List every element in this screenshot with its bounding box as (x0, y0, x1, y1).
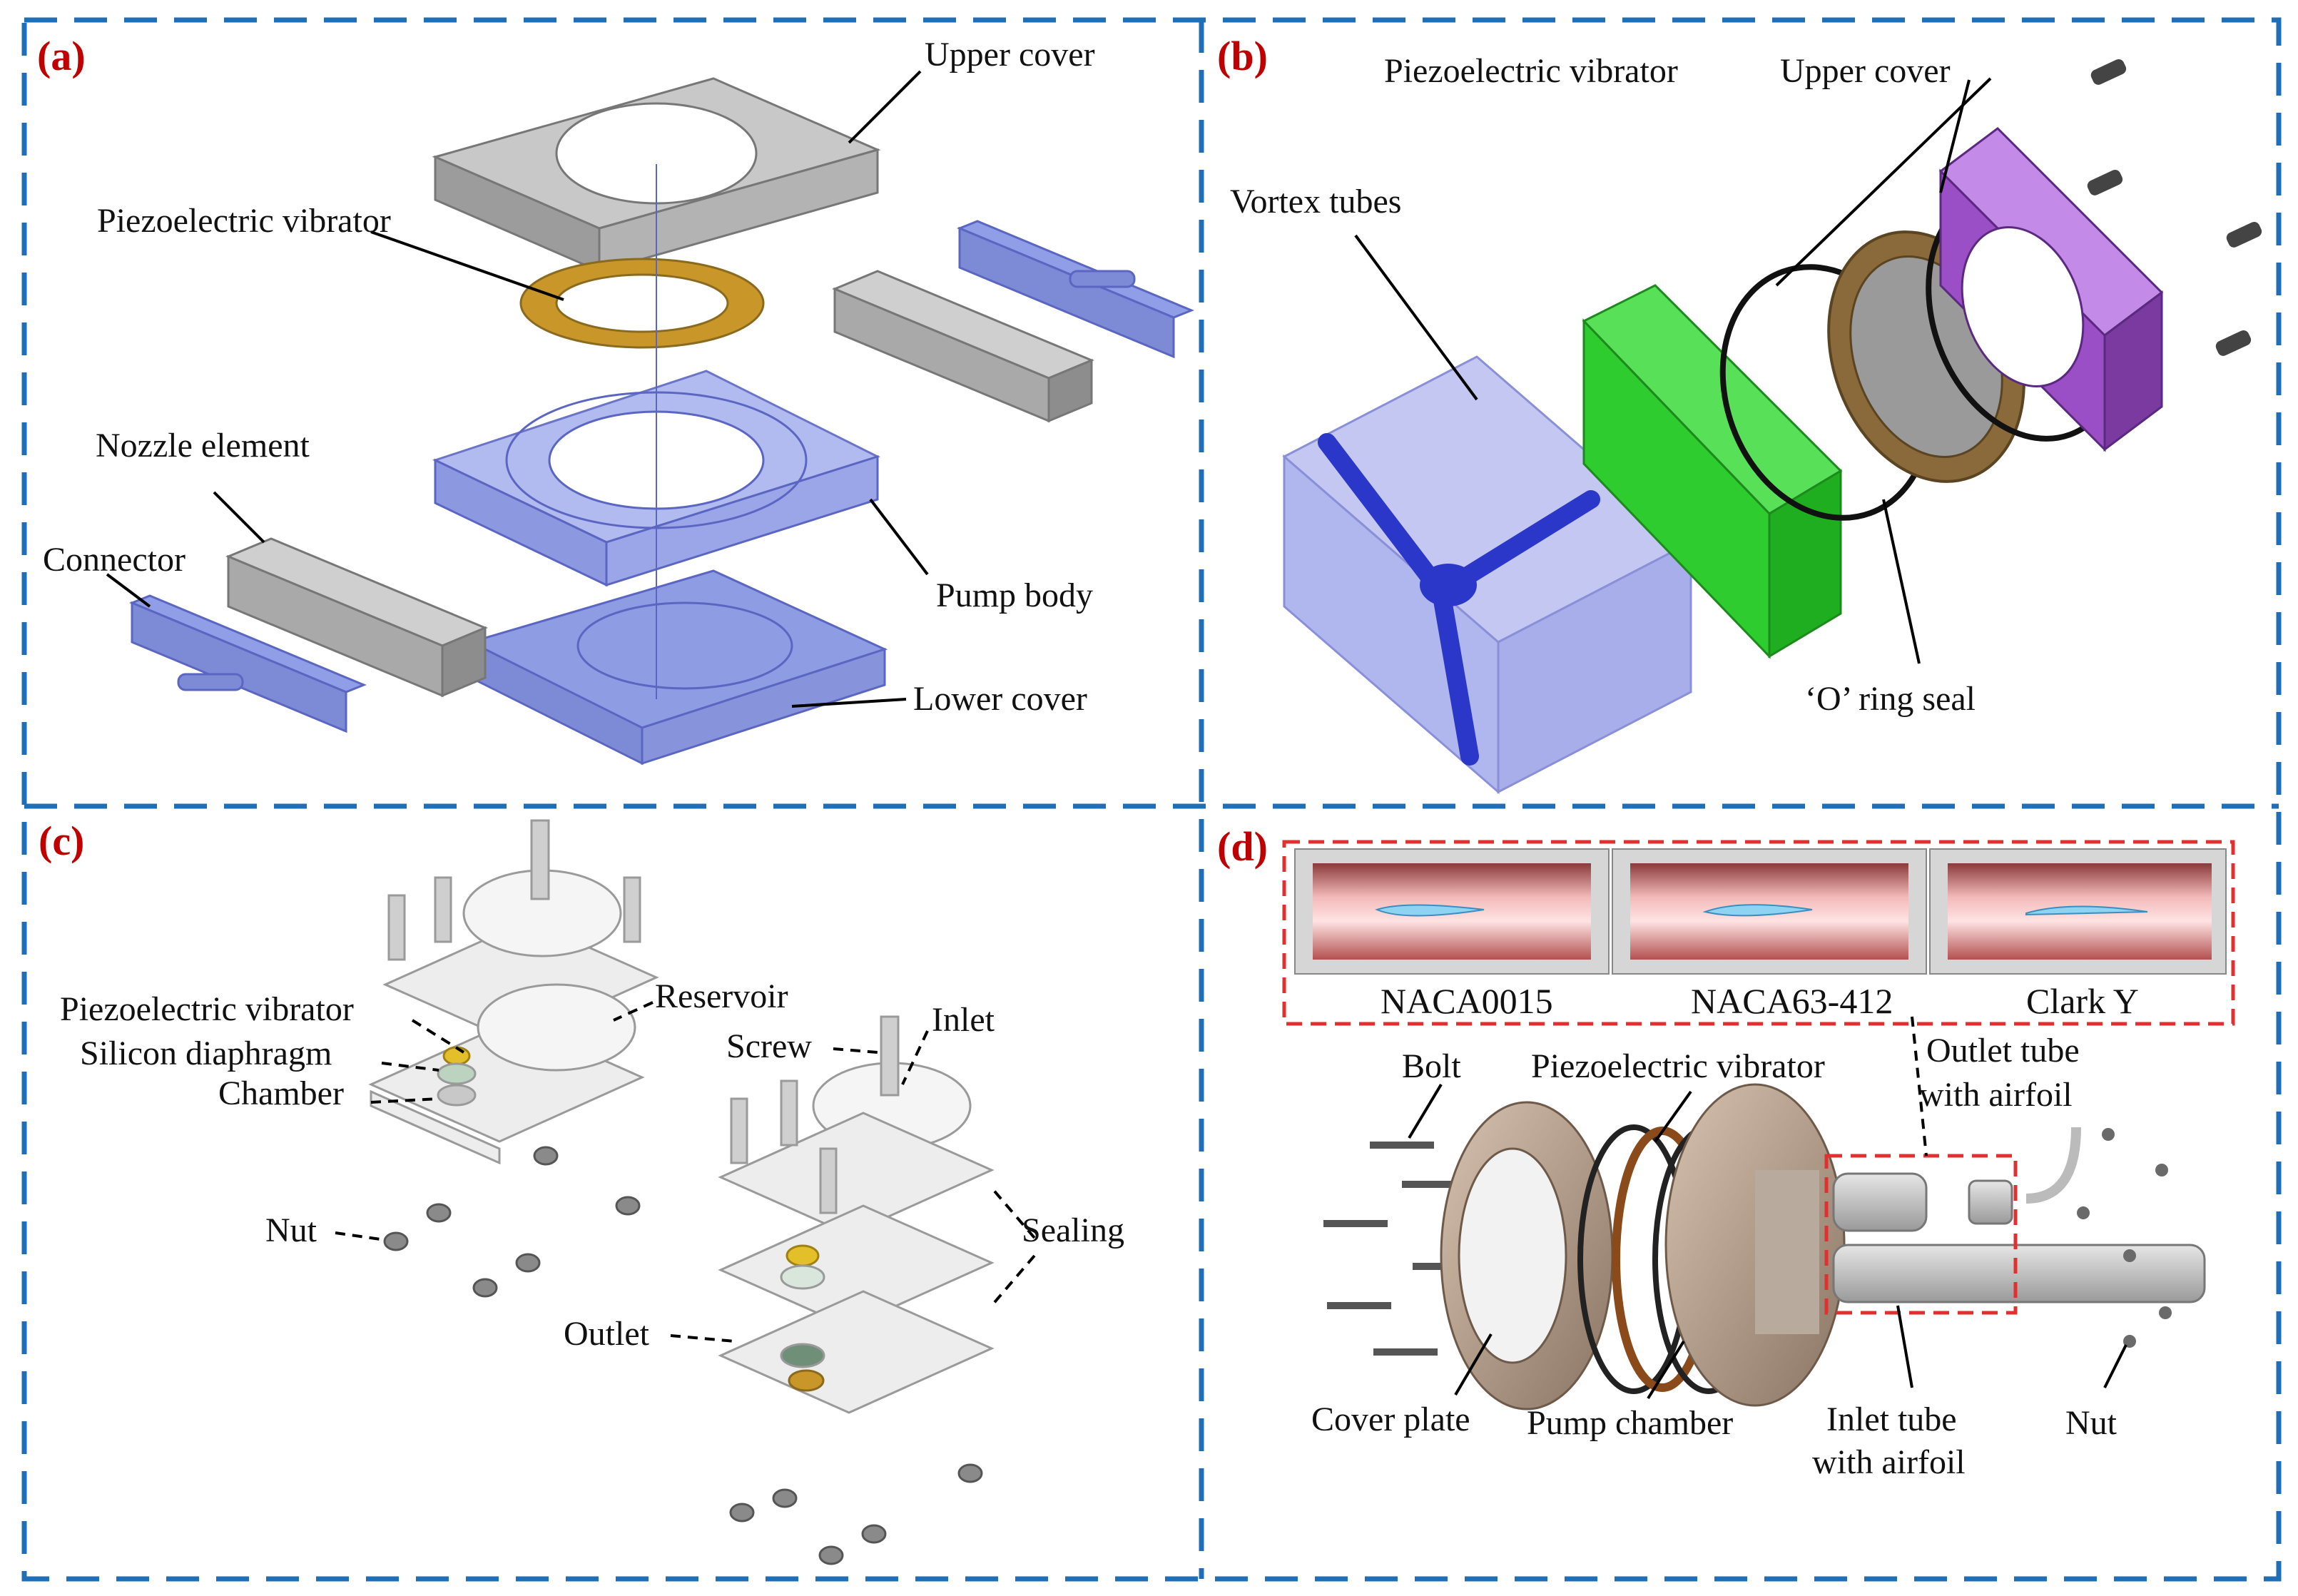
panel-c-tag: (c) (39, 818, 84, 864)
label-nut-c: Nut (265, 1211, 317, 1249)
vortex-tube-block (1282, 355, 1693, 795)
airfoil-tube-1 (1294, 848, 1610, 975)
label-lower-cover-a: Lower cover (913, 680, 1087, 718)
leader-piezo-d (1654, 1090, 1692, 1143)
panel-b: (b) (1217, 33, 2262, 795)
foil-name-1: NACA0015 (1381, 981, 1553, 1021)
label-outlet-d-2: with airfoil (1919, 1076, 2073, 1114)
leader-piezo-a (370, 230, 564, 301)
tubes-d (1832, 1127, 2206, 1303)
panel-a: (a) (37, 33, 1194, 766)
label-vortex-b: Vortex tubes (1230, 183, 1401, 220)
panel-d: (d) NACA0015 NACA63-412 Clark Y (1217, 823, 2235, 1481)
leader-silicon-c (381, 1062, 439, 1072)
label-inlet-c: Inlet (932, 1001, 995, 1039)
airfoil-tube-3 (1929, 848, 2227, 975)
label-inlet-d-1: Inlet tube (1826, 1401, 1957, 1438)
outer-frame (21, 17, 2282, 1582)
leader-inlet-d (1896, 1305, 1913, 1388)
leader-piezo-c (411, 1019, 465, 1054)
label-pump-body-a: Pump body (936, 576, 1093, 614)
label-reservoir-c: Reservoir (655, 977, 788, 1015)
cover-plate-d (1440, 1101, 1614, 1411)
leader-chamber-c (370, 1097, 439, 1104)
label-nozzle-a: Nozzle element (96, 427, 310, 464)
label-inlet-d-2: with airfoil (1812, 1443, 1966, 1481)
leader-cover-d (1454, 1333, 1493, 1396)
leader-sealing-c-1 (990, 1186, 1036, 1239)
leader-sealing-c-2 (990, 1254, 1036, 1307)
label-upper-cover-b: Upper cover (1780, 52, 1951, 90)
label-connector-a: Connector (43, 541, 185, 579)
right-assembly-c (718, 1015, 995, 1414)
label-outlet-c: Outlet (564, 1315, 650, 1353)
panel-a-tag: (a) (37, 33, 86, 79)
leader-upper-cover-b (1939, 79, 1971, 193)
leader-bolt-d (1408, 1083, 1443, 1139)
label-chamber-d: Pump chamber (1527, 1404, 1733, 1442)
leader-pump-body-a (869, 498, 929, 576)
leader-screw-c (833, 1047, 878, 1054)
panel-frames (21, 17, 2282, 1582)
leader-outlet-c (670, 1334, 736, 1343)
left-assembly-c (368, 819, 659, 1165)
lower-cover (467, 569, 888, 766)
leader-nozzle-a (213, 491, 265, 544)
airfoil-box (1282, 840, 2235, 1026)
label-chamber-c: Chamber (218, 1074, 344, 1112)
leader-oring-b (1882, 499, 1921, 664)
piezo-ring-a (519, 258, 765, 349)
leader-reservoir-c (613, 1001, 654, 1022)
nozzle-element-right (832, 270, 1094, 423)
panel-d-tag: (d) (1217, 823, 1268, 870)
pump-chamber-d (1664, 1083, 1846, 1407)
label-piezo-b: Piezoelectric vibrator (1384, 52, 1678, 90)
label-bolt-d: Bolt (1402, 1047, 1461, 1085)
foil-name-3: Clark Y (2026, 981, 2139, 1021)
label-screw-c: Screw (726, 1027, 812, 1065)
foil-name-2: NACA63-412 (1691, 981, 1893, 1021)
leader-upper-cover-a (848, 70, 922, 144)
leader-piezo-b (1775, 77, 1992, 287)
upper-cover-plate (432, 77, 881, 273)
label-cover-d: Cover plate (1311, 1401, 1470, 1438)
nuts-d (2077, 1128, 2172, 1348)
leader-nut-d (2103, 1344, 2127, 1388)
panel-c: (c) (39, 818, 1124, 1565)
label-sealing-c: Sealing (1022, 1211, 1124, 1249)
label-upper-cover-a: Upper cover (925, 36, 1095, 73)
leader-connector-a (106, 573, 151, 608)
connector-left (129, 594, 367, 733)
label-piezo-d: Piezoelectric vibrator (1531, 1047, 1825, 1085)
leader-lower-cover-a (791, 698, 907, 708)
purple-upper-cover (1938, 127, 2164, 452)
connector-right (957, 220, 1194, 359)
tube-detail-box (1824, 1154, 2018, 1315)
leader-inlet-c (901, 1030, 929, 1085)
airfoil-tube-2 (1612, 848, 1927, 975)
label-nut-d: Nut (2065, 1404, 2117, 1442)
leader-nut-c (335, 1231, 386, 1241)
label-piezo-a: Piezoelectric vibrator (97, 202, 391, 240)
panel-b-tag: (b) (1217, 33, 1268, 79)
label-oring-b: ‘O’ ring seal (1805, 680, 1976, 718)
label-outlet-d-1: Outlet tube (1926, 1032, 2080, 1069)
leader-chamber-d (1647, 1340, 1685, 1400)
nuts-c (383, 1146, 983, 1565)
leader-vortex-b (1354, 234, 1478, 401)
nozzle-element-left (225, 537, 488, 698)
label-piezo-c: Piezoelectric vibrator (60, 990, 354, 1028)
screws-b (2087, 59, 2262, 356)
label-silicon-c: Silicon diaphragm (80, 1035, 332, 1072)
leader-outlet-d (1911, 1016, 1928, 1157)
